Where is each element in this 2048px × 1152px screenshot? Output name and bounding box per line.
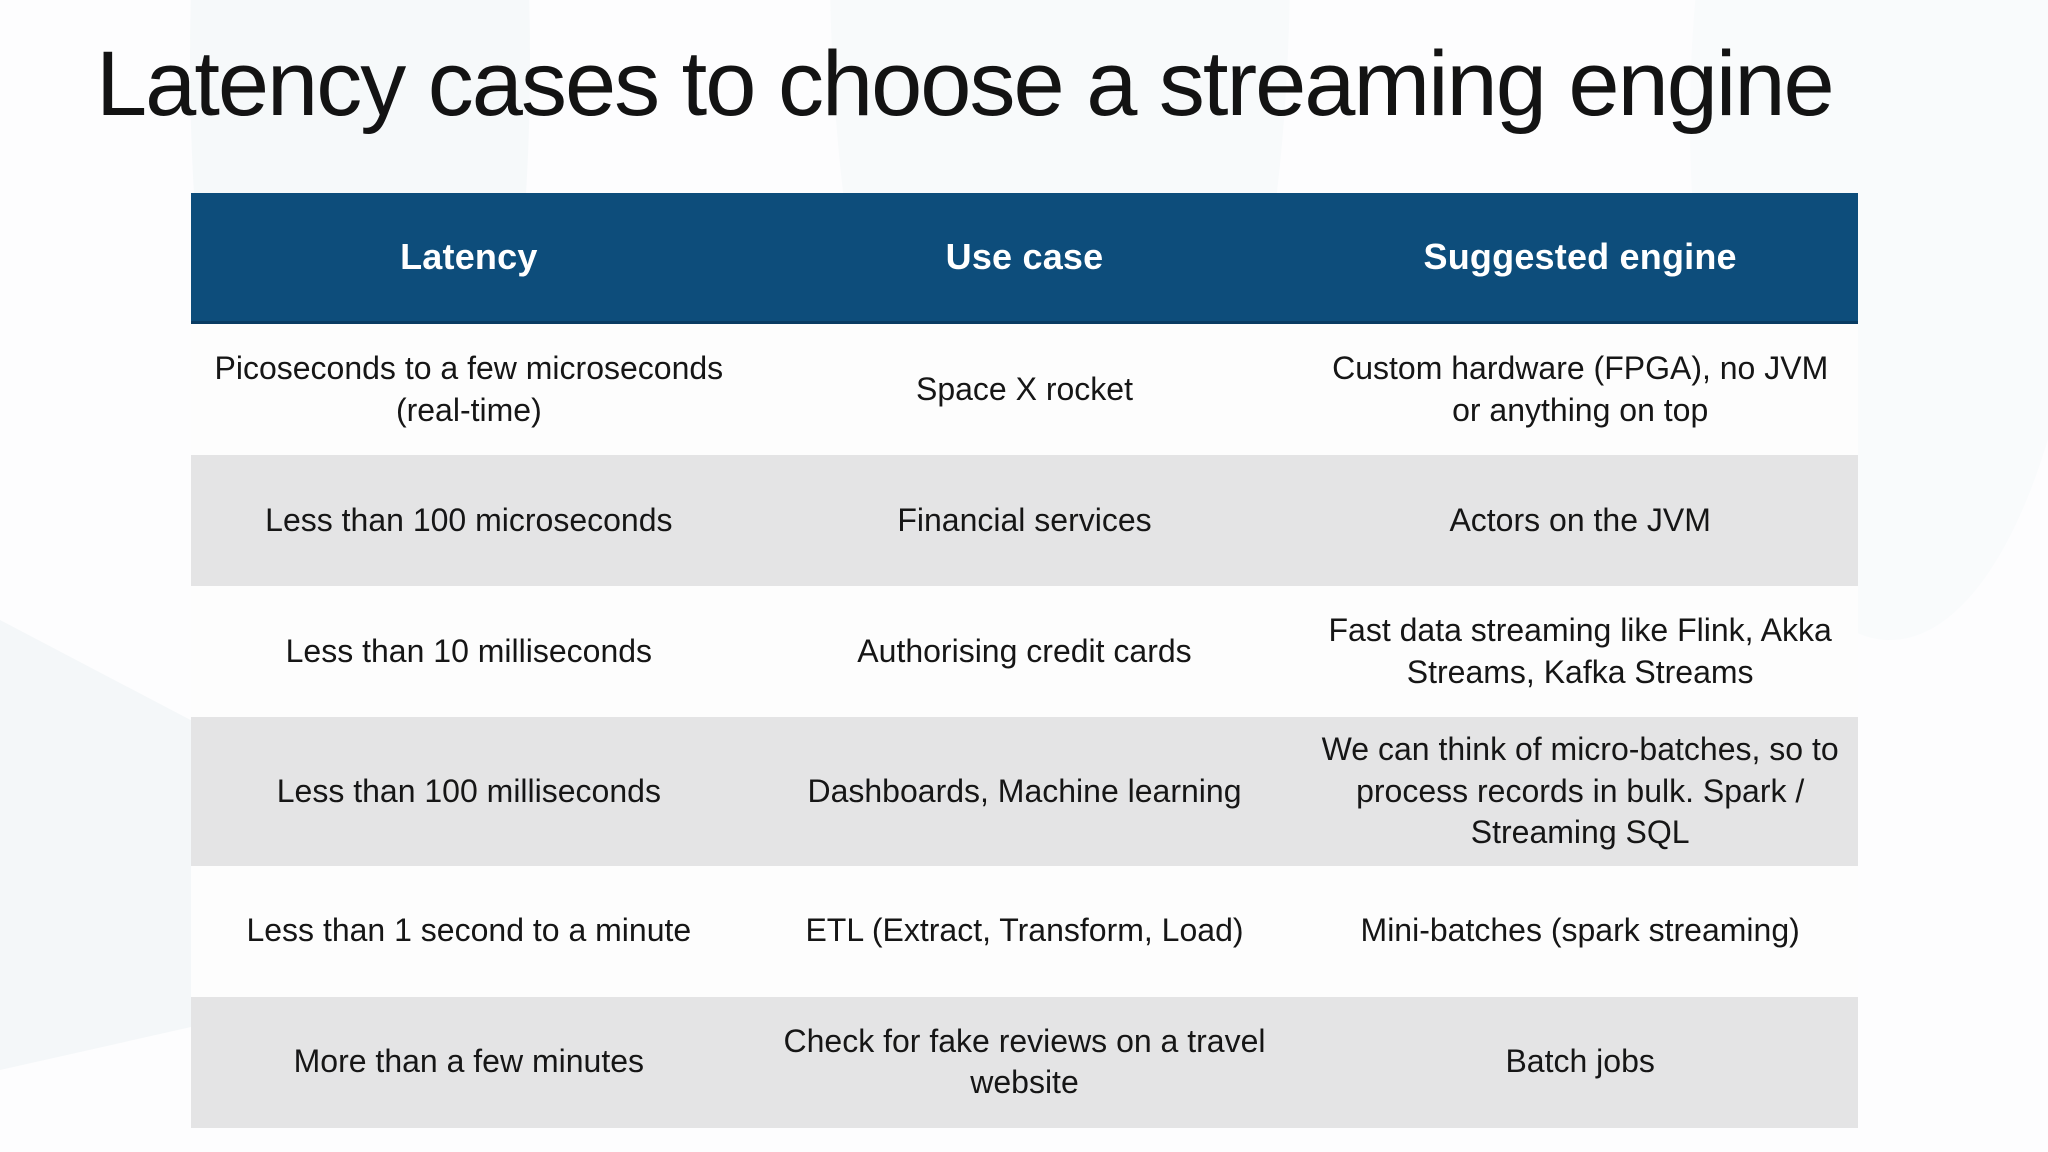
cell-use-case: Dashboards, Machine learning	[807, 772, 1242, 809]
table-row: More than a few minutes Check for fake r…	[191, 996, 1858, 1128]
cell-latency: Picoseconds to a few microseconds (real-…	[214, 349, 724, 428]
cell-suggested-engine: Fast data streaming like Flink, Akka Str…	[1328, 611, 1832, 690]
cell-use-case: Space X rocket	[915, 370, 1133, 407]
table-row: Less than 1 second to a minute ETL (Extr…	[191, 865, 1858, 997]
table-row: Less than 10 milliseconds Authorising cr…	[191, 586, 1858, 717]
cell-suggested-engine: Mini-batches (spark streaming)	[1360, 912, 1800, 949]
table-row: Picoseconds to a few microseconds (real-…	[191, 324, 1858, 455]
table-row: Less than 100 milliseconds Dashboards, M…	[191, 717, 1858, 866]
cell-latency: More than a few minutes	[293, 1043, 645, 1080]
cell-suggested-engine: We can think of micro-batches, so to pro…	[1321, 731, 1839, 851]
cell-suggested-engine: Actors on the JVM	[1449, 501, 1711, 538]
table-header-latency: Latency	[400, 236, 538, 277]
cell-use-case: ETL (Extract, Transform, Load)	[805, 912, 1244, 949]
cell-latency: Less than 100 milliseconds	[276, 772, 661, 809]
cell-latency: Less than 10 milliseconds	[285, 632, 653, 669]
cell-use-case: Check for fake reviews on a travel websi…	[783, 1022, 1266, 1101]
table-header-suggested-engine: Suggested engine	[1423, 236, 1737, 277]
cell-use-case: Authorising credit cards	[857, 632, 1192, 669]
cell-use-case: Financial services	[897, 501, 1152, 538]
cell-latency: Less than 100 microseconds	[265, 501, 673, 538]
table-row: Less than 100 microseconds Financial ser…	[191, 455, 1858, 586]
cell-latency: Less than 1 second to a minute	[246, 912, 692, 949]
slide-title: Latency cases to choose a streaming engi…	[96, 33, 1835, 135]
table-header-use-case: Use case	[945, 236, 1104, 277]
latency-table: Latency Use case Suggested engine Picose…	[191, 193, 1858, 1128]
table-header-row: Latency Use case Suggested engine	[191, 193, 1858, 324]
cell-suggested-engine: Batch jobs	[1505, 1043, 1655, 1080]
cell-suggested-engine: Custom hardware (FPGA), no JVM or anythi…	[1332, 349, 1829, 428]
